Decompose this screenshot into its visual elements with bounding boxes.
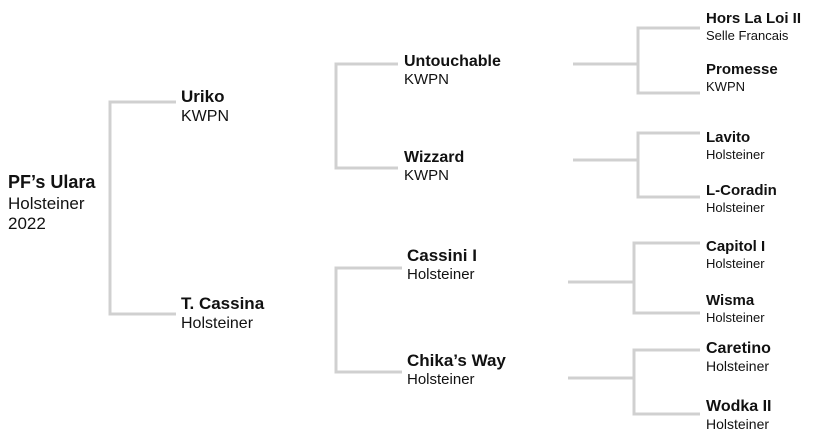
horse-breed: KWPN [706,79,745,94]
horse-year: 2022 [8,213,46,233]
horse-breed: KWPN [181,108,229,126]
horse-name: Promesse [706,61,778,78]
horse-dam-sire-dam: Wisma Holsteiner [706,292,765,326]
horse-name: L-Coradin [706,182,777,199]
horse-breed: Holsteiner [407,266,475,284]
horse-breed: Holsteiner [706,147,765,162]
horse-sire: Uriko KWPN [181,87,229,127]
connector-dam [334,266,402,374]
connector-sire-dam [636,131,700,199]
horse-breed: Holsteiner [706,310,765,325]
horse-dam: T. Cassina Holsteiner [181,294,264,334]
horse-name: Caretino [706,340,771,357]
horse-breed: Holsteiner [706,200,765,215]
horse-dam-dam: Chika’s Way Holsteiner [407,351,506,389]
horse-breed: Holsteiner [181,315,254,333]
horse-sire-dam: Wizzard KWPN [404,148,464,185]
horse-name: Wisma [706,292,755,309]
horse-breed: Holsteiner [706,358,770,375]
horse-dam-dam-dam: Wodka II Holsteiner [706,397,772,433]
horse-breed: Holsteiner [706,256,765,271]
horse-name: PF’s Ulara [8,172,96,192]
horse-name: T. Cassina [181,294,265,313]
connector-sire [334,62,398,170]
horse-dam-sire-sire: Capitol I Holsteiner [706,238,765,272]
horse-subject: PF’s Ulara Holsteiner 2022 [8,172,95,234]
horse-name: Wodka II [706,398,772,415]
horse-name: Lavito [706,129,751,146]
horse-name: Capitol I [706,238,766,255]
horse-breed: Holsteiner [8,193,85,213]
horse-sire-sire-dam: Promesse KWPN [706,61,778,95]
horse-sire-dam-sire: Lavito Holsteiner [706,129,765,163]
horse-name: Hors La Loi II [706,10,802,27]
connector-dam-sire [632,241,700,315]
connector-dam-dam [632,348,700,416]
horse-breed: Holsteiner [407,371,475,389]
horse-name: Wizzard [404,149,465,166]
horse-name: Chika’s Way [407,351,506,370]
horse-breed: Holsteiner [706,416,770,433]
horse-breed: Selle Francais [706,28,789,43]
connector-sire-sire [636,26,700,95]
horse-name: Untouchable [404,53,501,70]
horse-breed: KWPN [404,71,449,89]
horse-name: Uriko [181,87,225,106]
connector-subject [108,100,176,316]
horse-sire-sire-sire: Hors La Loi II Selle Francais [706,10,801,44]
horse-name: Cassini I [407,246,477,265]
horse-dam-sire: Cassini I Holsteiner [407,246,477,284]
horse-breed: KWPN [404,167,449,185]
horse-sire-sire: Untouchable KWPN [404,52,501,89]
horse-sire-dam-dam: L-Coradin Holsteiner [706,182,777,216]
horse-dam-dam-sire: Caretino Holsteiner [706,339,771,375]
